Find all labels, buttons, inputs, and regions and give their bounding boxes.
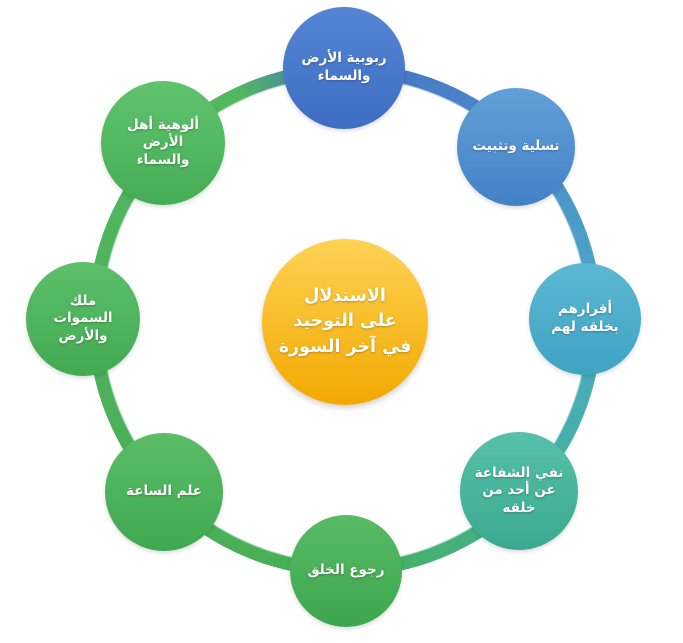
node-divinity-earth-sky: ألوهية أهل الأرض والسماء <box>101 81 225 205</box>
center-topic-circle: الاستدلال على التوحيد في آخر السورة <box>262 239 428 405</box>
node-label: علم الساعة <box>126 483 202 500</box>
node-consolation-confirmation: تسلية وتثبيت <box>457 88 575 206</box>
center-topic-label: الاستدلال على التوحيد في آخر السورة <box>278 285 412 357</box>
node-dominion-heavens-earth: ملك السموات والأرض <box>26 262 140 376</box>
node-label: رجوع الخلق <box>307 562 385 579</box>
node-acknowledgment-of-creation: أقرارهم بخلقه لهم <box>529 263 641 375</box>
node-denial-of-intercession: نفي الشفاعة عن أحد من خلقه <box>460 432 578 550</box>
node-label: نفي الشفاعة عن أحد من خلقه <box>474 464 564 516</box>
node-lordship-earth-sky: ربوبية الأرض والسماء <box>283 7 405 129</box>
node-label: أقرارهم بخلقه لهم <box>551 301 619 335</box>
node-return-of-creation: رجوع الخلق <box>290 515 402 627</box>
node-knowledge-of-the-hour: علم الساعة <box>105 433 223 551</box>
node-label: تسلية وتثبيت <box>472 138 560 155</box>
node-label: ربوبية الأرض والسماء <box>301 50 387 84</box>
node-label: ملك السموات والأرض <box>53 292 113 344</box>
node-label: ألوهية أهل الأرض والسماء <box>127 116 199 168</box>
